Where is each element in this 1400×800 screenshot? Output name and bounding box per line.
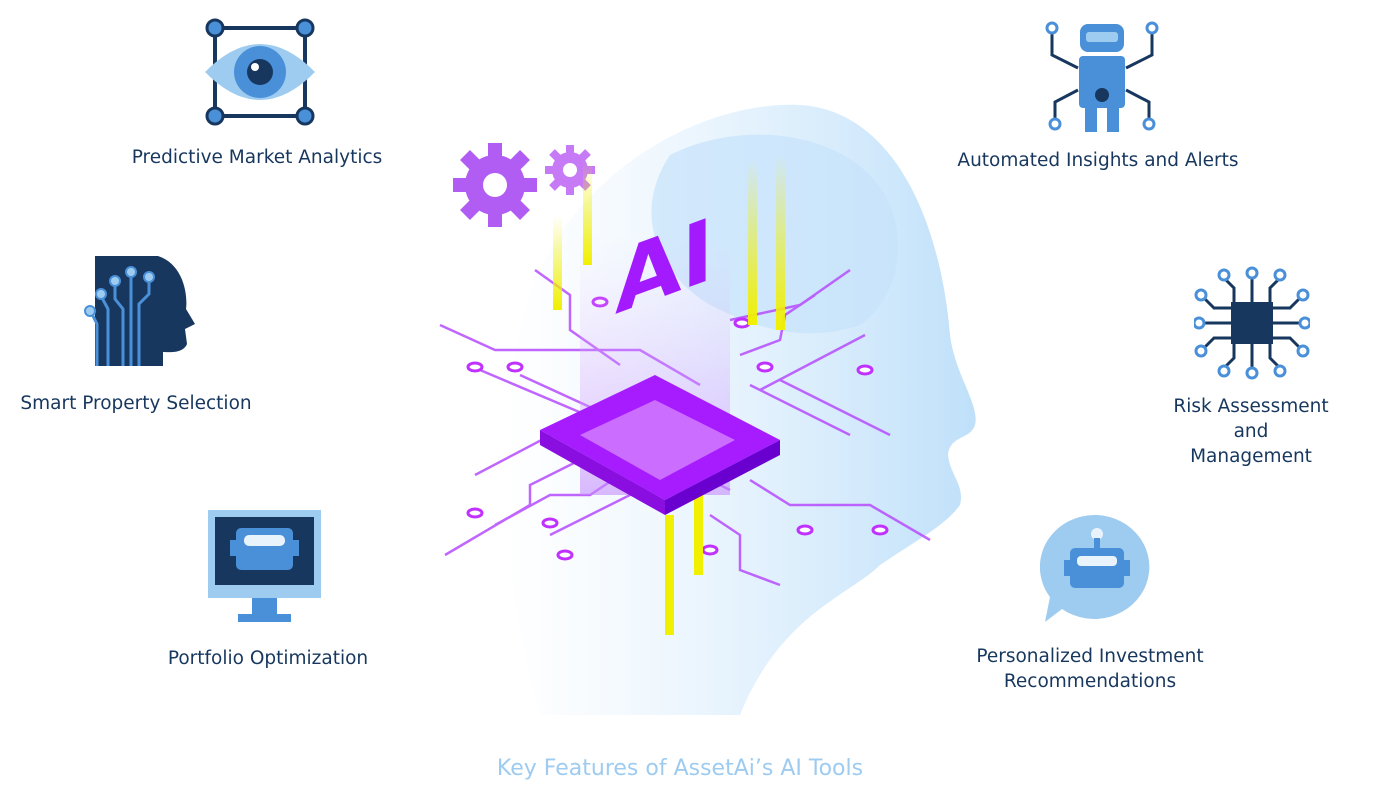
monitor-robot-icon bbox=[208, 510, 321, 622]
label-line: Recommendations bbox=[1003, 671, 1177, 692]
feature-label-portfolio-optimization: Portfolio Optimization bbox=[167, 648, 369, 669]
chip bbox=[540, 375, 780, 515]
chip-icon bbox=[1194, 266, 1310, 380]
feature-label-personalized-investment-recommendations: Personalized Investment Recommendations bbox=[940, 644, 1240, 694]
label-line: Personalized Investment bbox=[976, 646, 1204, 667]
small-gear-icon bbox=[545, 145, 595, 195]
head-circuit-icon bbox=[84, 256, 195, 366]
feature-label-predictive-market-analytics: Predictive Market Analytics bbox=[131, 147, 383, 168]
page-title: Key Features of AssetAi’s AI Tools bbox=[496, 756, 864, 781]
feature-label-risk-assessment: Risk Assessment and Management bbox=[1130, 394, 1372, 469]
eye-focus-icon bbox=[205, 18, 315, 126]
label-line: Management bbox=[1190, 446, 1312, 467]
ai-head-illustration: AI bbox=[439, 104, 976, 716]
robot-icon bbox=[1045, 21, 1159, 132]
gear-icon bbox=[453, 143, 537, 227]
circuit-nodes bbox=[466, 296, 889, 561]
feature-label-automated-insights-and-alerts: Automated Insights and Alerts bbox=[957, 150, 1239, 171]
label-line: Risk Assessment bbox=[1173, 396, 1329, 417]
yellow-rays bbox=[553, 155, 785, 635]
chat-robot-icon bbox=[1040, 514, 1150, 622]
feature-label-smart-property-selection: Smart Property Selection bbox=[20, 393, 252, 414]
label-line: and bbox=[1233, 421, 1269, 442]
